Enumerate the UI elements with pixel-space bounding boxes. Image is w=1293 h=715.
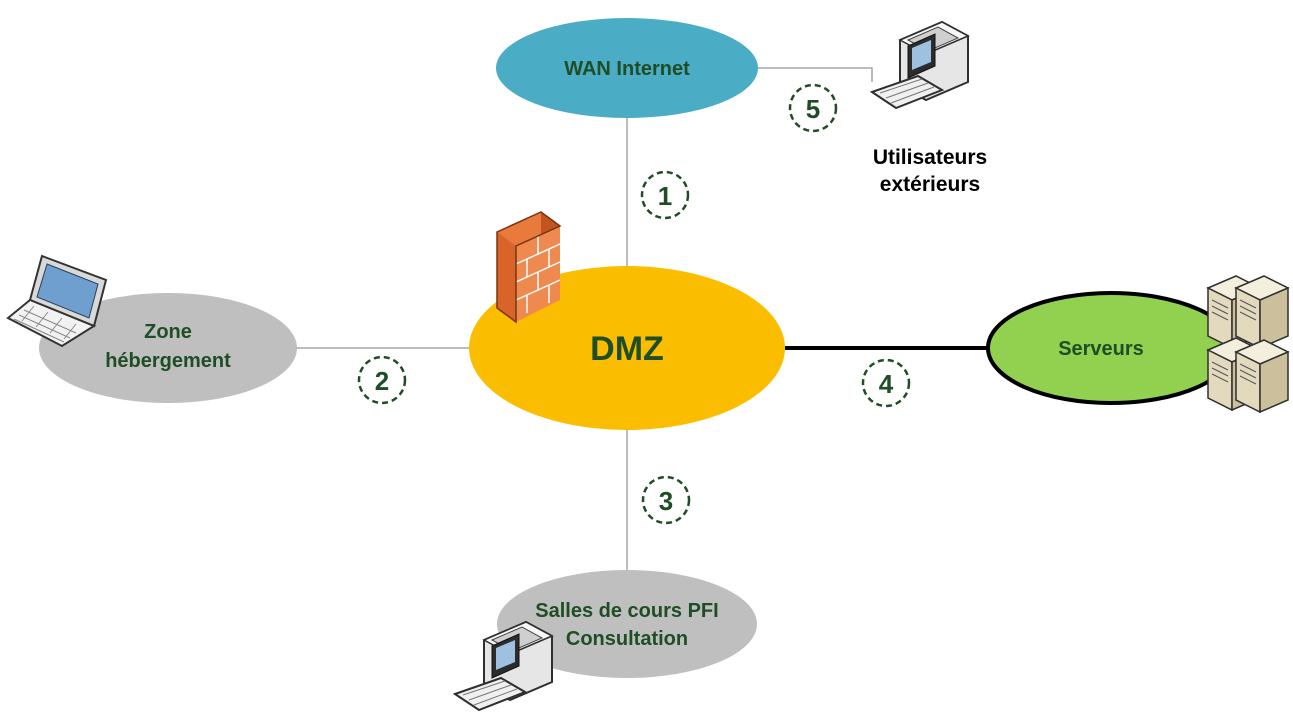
desktop-computer-icon	[869, 20, 970, 110]
salles-label-line2: Consultation	[566, 628, 688, 650]
link-badge-1-number: 1	[658, 181, 672, 211]
wan-internet-node	[496, 18, 758, 118]
firewall-icon	[496, 211, 562, 324]
server-unit	[1234, 339, 1290, 414]
zone-hebergement-node	[39, 293, 297, 403]
laptop-icon	[6, 254, 108, 348]
link-badge-3: 3	[641, 475, 691, 525]
link-badge-4: 4	[861, 358, 911, 408]
zone-hebergement-label-line1: Zone	[144, 321, 192, 343]
link-badge-5-number: 5	[806, 94, 820, 124]
server-unit	[1234, 275, 1290, 350]
zone-hebergement-label-line2: hébergement	[105, 350, 231, 372]
salles-label-line1: Salles de cours PFI	[535, 600, 718, 622]
server-icon	[1206, 275, 1290, 414]
external-users-label-line2: extérieurs	[880, 173, 980, 196]
dmz-node	[469, 266, 785, 430]
dmz-label: DMZ	[590, 330, 664, 368]
link-badge-1: 1	[640, 170, 690, 220]
link-badge-5: 5	[788, 83, 838, 133]
link-badge-2: 2	[357, 355, 407, 405]
salles-node	[497, 570, 757, 678]
wan-internet-label: WAN Internet	[564, 58, 690, 80]
serveurs-label: Serveurs	[1058, 338, 1144, 360]
link-badge-3-number: 3	[659, 486, 673, 516]
external-users-label-line1: Utilisateurs	[873, 146, 987, 169]
link-wan-users	[757, 67, 873, 82]
link-badge-2-number: 2	[375, 366, 389, 396]
link-badge-4-number: 4	[879, 369, 894, 399]
desktop-computer-icon	[452, 620, 554, 712]
